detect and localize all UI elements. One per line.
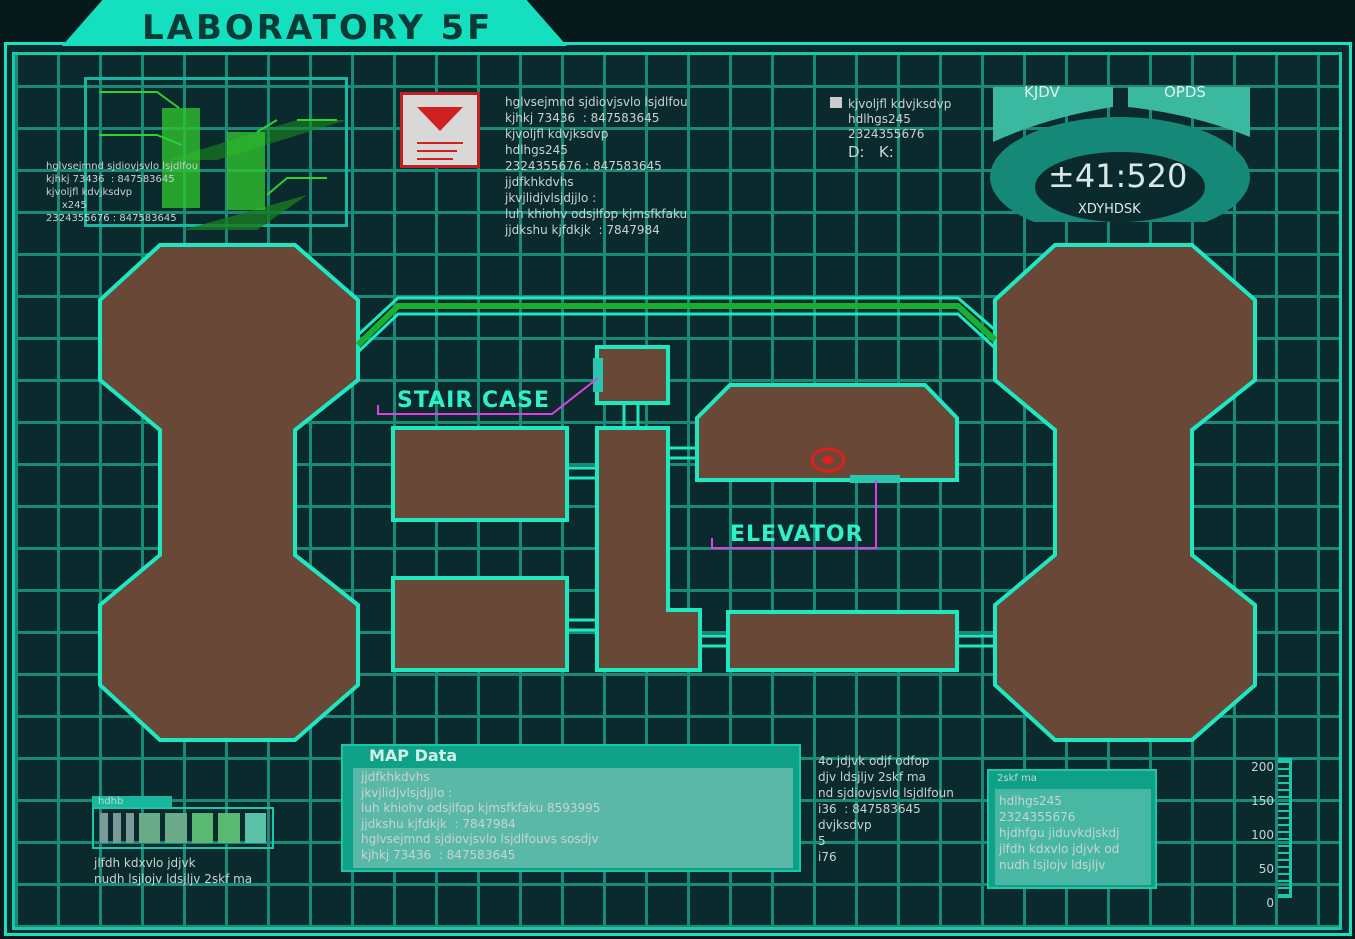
elevator-door — [850, 475, 900, 483]
room-elevator-hall[interactable] — [695, 383, 959, 482]
level-bar — [126, 813, 134, 843]
stair-door — [593, 358, 603, 392]
room-left-hall[interactable] — [98, 243, 360, 742]
level-meter: hdhb — [92, 796, 274, 850]
room-central-corridor[interactable] — [595, 426, 702, 672]
level-bar — [165, 813, 187, 843]
callout-lines — [377, 377, 877, 549]
chart-panel — [84, 77, 348, 230]
bar-graphic — [99, 91, 347, 230]
player-marker-icon — [810, 447, 846, 473]
timer-left-label: KJDV — [1024, 83, 1060, 101]
level-meter-title: hdhb — [92, 796, 172, 808]
level-bar — [100, 813, 108, 843]
room-stair[interactable] — [595, 345, 670, 405]
level-bar — [244, 813, 267, 843]
corridors — [355, 296, 998, 648]
timer-value: ±41:520 — [1048, 157, 1188, 195]
timer-gauge: KJDV OPDS ±41:520 XDYHDSK — [988, 82, 1253, 222]
map-data-title: MAP Data — [369, 746, 458, 765]
small-panel-title: 2skf ma — [997, 773, 1037, 784]
timer-right-label: OPDS — [1164, 83, 1206, 101]
level-bar — [139, 813, 161, 843]
room-west-1[interactable] — [391, 426, 569, 522]
timer-sub: XDYHDSK — [1078, 202, 1141, 217]
level-bar — [191, 813, 214, 843]
title-tab — [62, 0, 567, 46]
warning-icon — [400, 92, 480, 168]
room-south-east[interactable] — [726, 610, 959, 672]
level-bar — [113, 813, 121, 843]
stair-case-label: STAIR CASE — [397, 388, 550, 413]
room-west-2[interactable] — [391, 576, 569, 672]
room-right-hall[interactable] — [993, 243, 1257, 742]
level-bar — [218, 813, 240, 843]
elevator-label: ELEVATOR — [730, 522, 864, 547]
page-title: LABORATORY 5F — [142, 8, 494, 48]
